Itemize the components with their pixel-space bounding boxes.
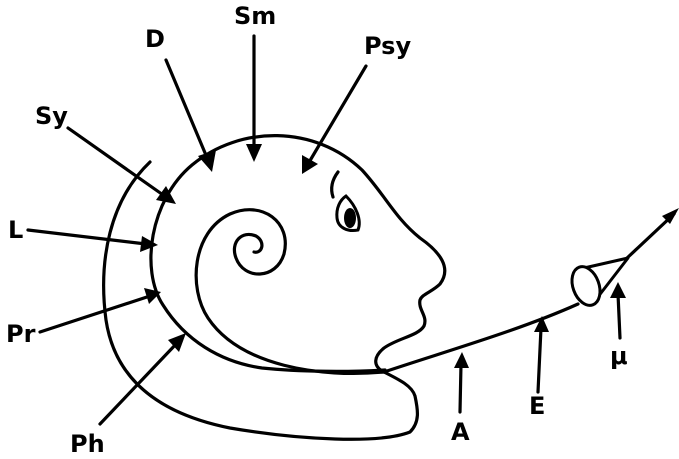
label-sy: Sy — [35, 102, 68, 130]
arrow-ph-line — [100, 342, 178, 424]
arrow-e-line — [538, 328, 541, 392]
arrow-mu-line — [618, 294, 620, 338]
eyebrow — [332, 172, 338, 197]
label-e: E — [529, 392, 545, 420]
arrow-d-line — [166, 60, 208, 160]
label-pr: Pr — [6, 320, 36, 348]
arrow-psy-line — [308, 66, 366, 164]
label-d: D — [145, 25, 165, 53]
label-mu: μ — [610, 342, 628, 370]
mouth-tube — [384, 304, 578, 372]
arrow-mu-head — [610, 282, 626, 298]
arrow-d-head — [198, 150, 216, 172]
inner-spiral — [196, 210, 384, 374]
label-ph: Ph — [70, 430, 105, 458]
arrow-l-line — [28, 230, 146, 244]
arrow-l-head — [140, 236, 158, 252]
label-l: L — [8, 216, 23, 244]
arrow-a-line — [460, 364, 461, 412]
label-psy: Psy — [364, 32, 411, 60]
eye-icon — [337, 196, 359, 231]
arrow-a-head — [454, 352, 469, 368]
label-a: A — [451, 418, 470, 446]
head-outline — [151, 136, 445, 372]
arrow-sm-head — [246, 144, 262, 162]
label-sm: Sm — [234, 2, 276, 30]
arrow-pr-line — [40, 296, 150, 332]
